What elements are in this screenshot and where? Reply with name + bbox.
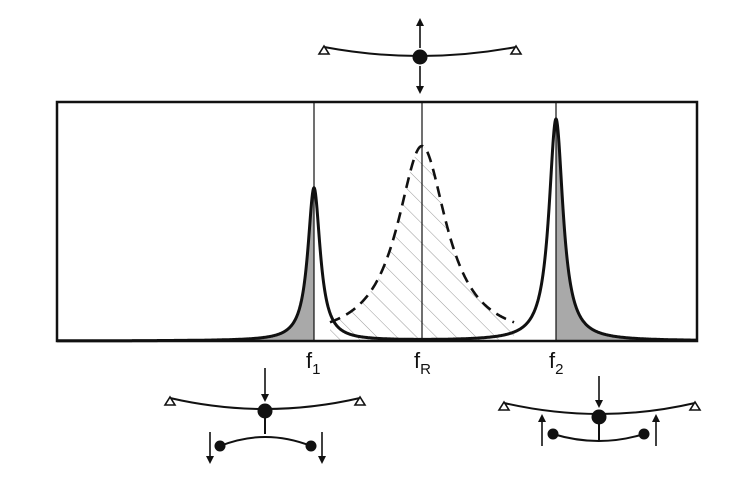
anti-phase-mode-schematic: [497, 376, 702, 446]
label-f1: f1: [306, 348, 320, 378]
support-left-icon: [163, 395, 177, 406]
mass-dot-left: [547, 428, 559, 440]
support-left-icon: [317, 44, 331, 55]
mass-dot-left: [214, 440, 226, 452]
single-resonance-curve: [329, 144, 515, 324]
support-left-icon: [497, 400, 511, 411]
support-right-icon: [688, 400, 702, 411]
mass-dot: [257, 403, 273, 419]
mass-dot: [591, 409, 607, 425]
single-resonator-schematic: [317, 18, 523, 94]
in-phase-mode-schematic: [163, 368, 367, 464]
peak-f1-fill: [57, 187, 314, 341]
label-fR: fR: [414, 348, 431, 378]
support-right-icon: [353, 395, 367, 406]
peak-f2-fill: [556, 118, 697, 342]
label-f2: f2: [549, 348, 563, 378]
mass-dot-right: [638, 428, 650, 440]
mass-dot: [412, 49, 428, 65]
mass-dot-right: [305, 440, 317, 452]
lower-beam: [219, 436, 312, 447]
lower-beam: [552, 433, 645, 442]
plot-frame: [55, 100, 699, 343]
support-right-icon: [509, 44, 523, 55]
